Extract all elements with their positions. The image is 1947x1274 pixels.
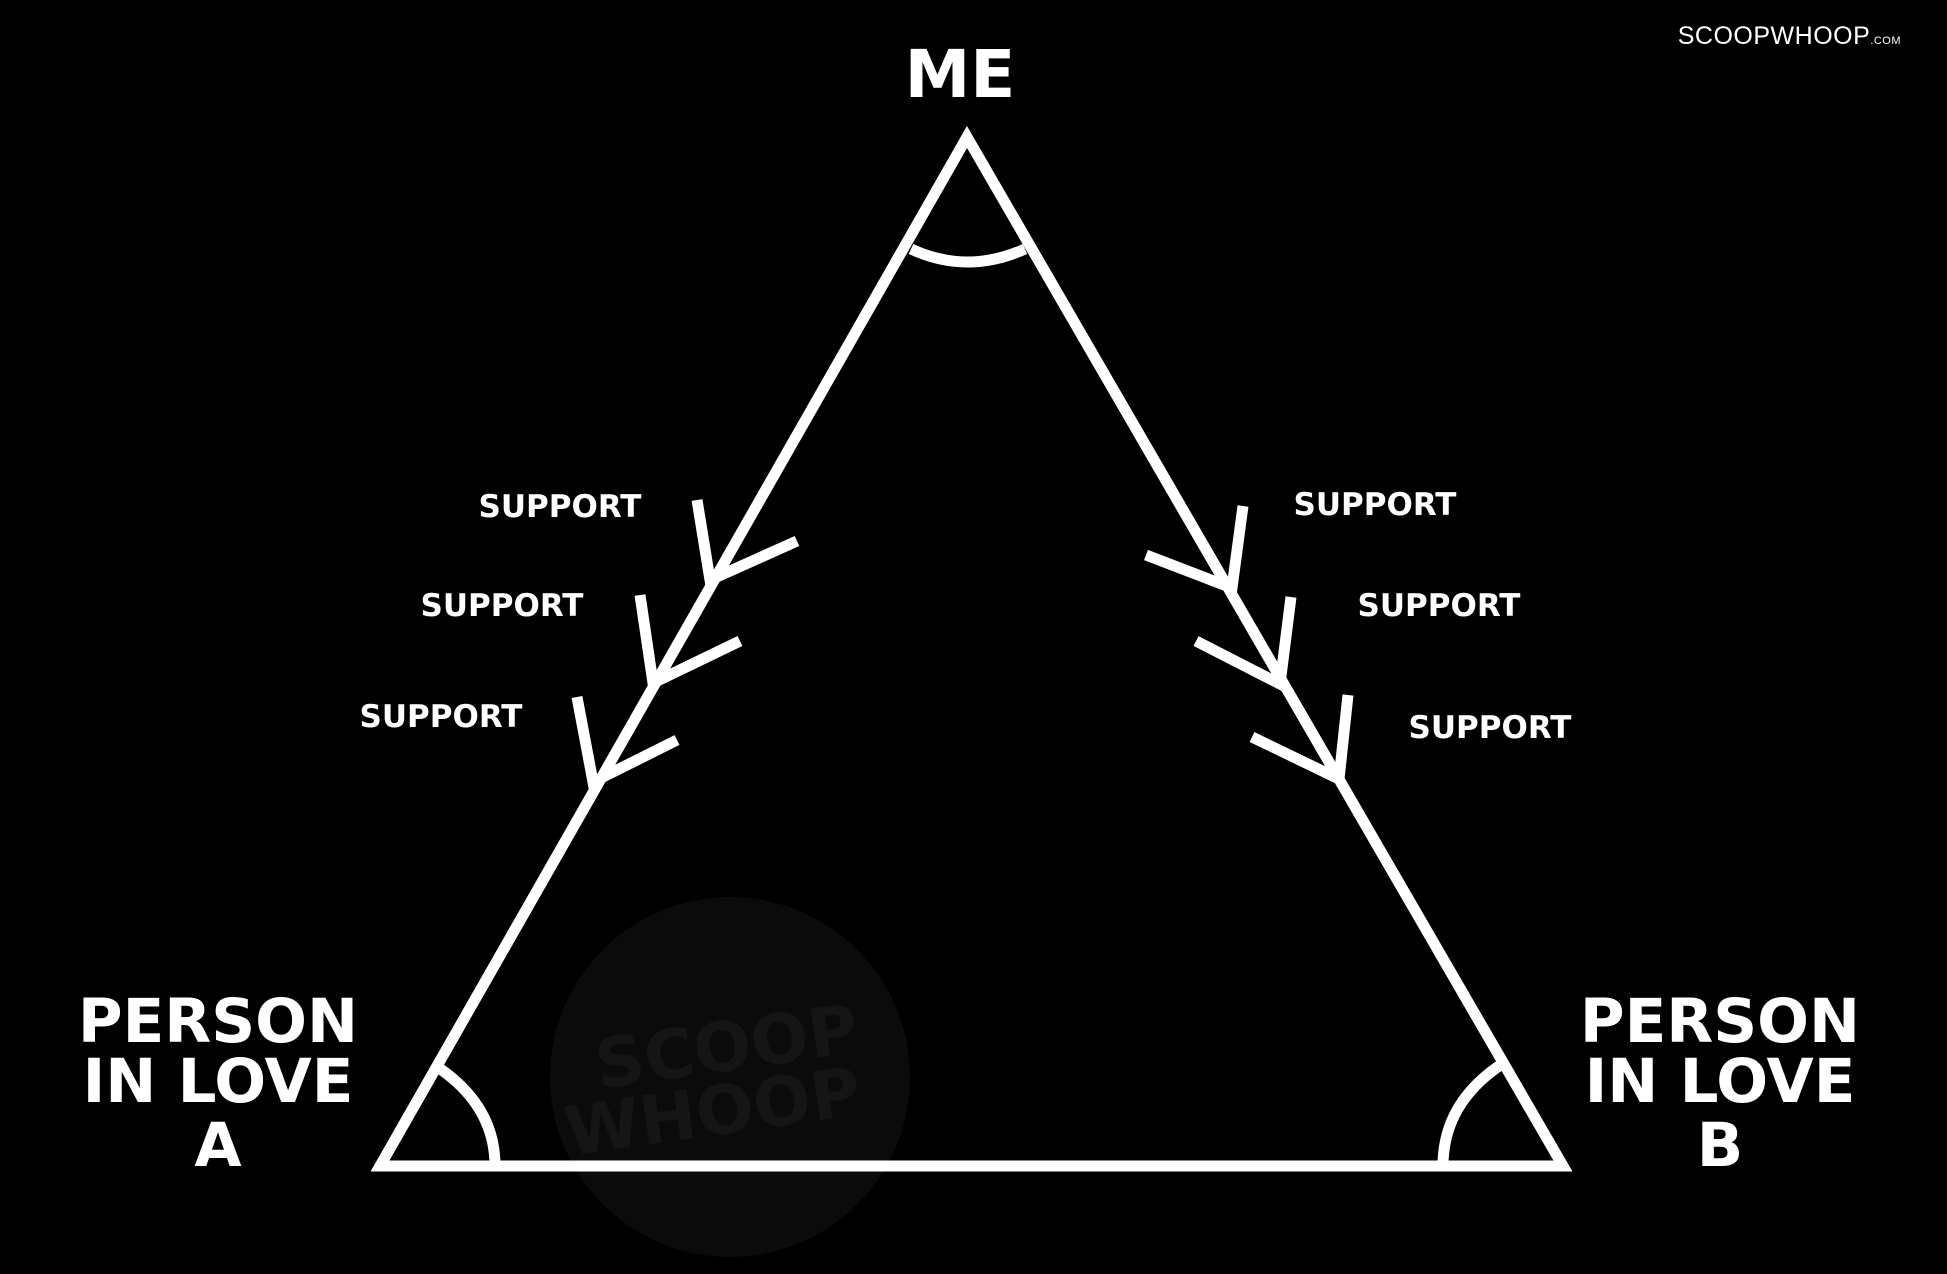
triangle <box>370 125 1573 1172</box>
left-arrow-2 <box>634 594 743 692</box>
right-vertex-label-line-1: PERSON <box>1580 986 1860 1057</box>
right-vertex-label-line-2: IN LOVE <box>1585 1046 1856 1117</box>
right-vertex-label: PERSON IN LOVE B <box>1580 986 1860 1181</box>
right-arrow-3 <box>1249 694 1354 788</box>
apex-angle-arc <box>908 243 1028 268</box>
left-support-label-3: SUPPORT <box>360 699 523 735</box>
right-support-label-2: SUPPORT <box>1358 588 1521 624</box>
left-vertex-label-line-3: A <box>194 1110 241 1181</box>
left-vertex-label-line-2: IN LOVE <box>83 1046 354 1117</box>
left-support-arrows <box>571 499 800 791</box>
right-vertex-label-line-3: B <box>1697 1110 1744 1181</box>
brand-watermark: SCOOPWHOOP.COM <box>1678 22 1901 51</box>
apex-label: ME <box>905 36 1016 113</box>
left-angle-arc <box>432 1061 501 1167</box>
left-vertex-label: PERSON IN LOVE A <box>78 986 358 1181</box>
left-vertex-label-line-1: PERSON <box>78 986 358 1057</box>
right-support-label-3: SUPPORT <box>1409 710 1572 746</box>
right-support-arrows <box>1144 505 1354 788</box>
right-support-label-1: SUPPORT <box>1294 487 1457 523</box>
left-support-label-2: SUPPORT <box>421 588 584 624</box>
brand-watermark-suffix: .COM <box>1870 35 1901 47</box>
right-arrow-2 <box>1193 596 1297 693</box>
brand-watermark-main: SCOOPWHOOP <box>1677 22 1871 50</box>
right-arrow-1 <box>1144 505 1249 596</box>
background-logo: SCOOP WHOOP <box>550 897 910 1257</box>
left-arrow-3 <box>571 695 680 791</box>
left-support-label-1: SUPPORT <box>479 489 642 525</box>
left-arrow-1 <box>691 499 800 588</box>
right-angle-arc <box>1437 1059 1506 1167</box>
